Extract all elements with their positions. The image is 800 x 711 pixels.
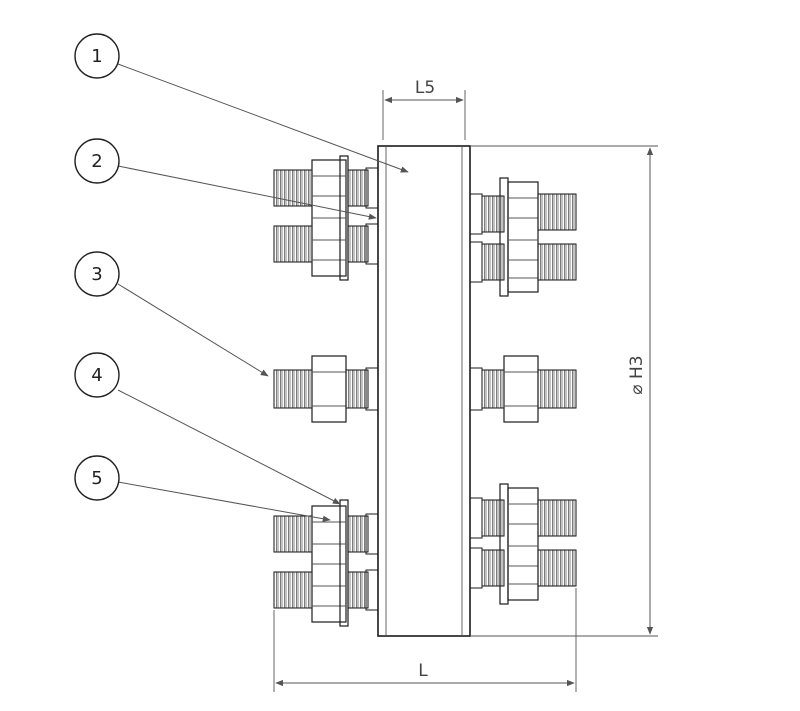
- right-fitting-top-pair: [469, 177, 577, 297]
- callout-5-label: 5: [91, 468, 102, 489]
- left-fitting-bottom-pair: [273, 499, 379, 627]
- manifold-body: [377, 145, 471, 637]
- callout-1: 1: [74, 33, 120, 79]
- callout-2: 2: [74, 138, 120, 184]
- callout-1-label: 1: [91, 46, 102, 67]
- dimension-overall-length-label: L: [418, 661, 428, 681]
- left-fittings: [273, 155, 379, 627]
- dimension-top-width: L5: [382, 78, 466, 140]
- right-fittings: [469, 177, 577, 605]
- left-fitting-top-pair: [273, 155, 379, 281]
- callout-leader-5: [117, 481, 331, 522]
- callout-leaders: [117, 63, 409, 522]
- dimension-top-width-label: L5: [415, 78, 435, 98]
- dimension-diameter: ⌀ H3: [470, 145, 658, 637]
- dimension-diameter-label: ⌀ H3: [627, 355, 647, 394]
- callout-2-label: 2: [91, 151, 102, 172]
- callout-3: 3: [74, 251, 120, 297]
- callout-leader-1: [117, 63, 409, 173]
- dimension-overall-length: L: [273, 588, 577, 692]
- left-fitting-middle: [273, 355, 379, 423]
- callout-5: 5: [74, 455, 120, 501]
- right-fitting-middle: [469, 355, 577, 423]
- callout-leader-2: [117, 165, 377, 220]
- callout-4-label: 4: [91, 365, 102, 386]
- callout-3-label: 3: [91, 264, 102, 285]
- callout-leader-3: [117, 283, 269, 377]
- callout-4: 4: [74, 352, 120, 398]
- callout-leader-4: [117, 389, 341, 505]
- right-fitting-bottom-pair: [469, 483, 577, 605]
